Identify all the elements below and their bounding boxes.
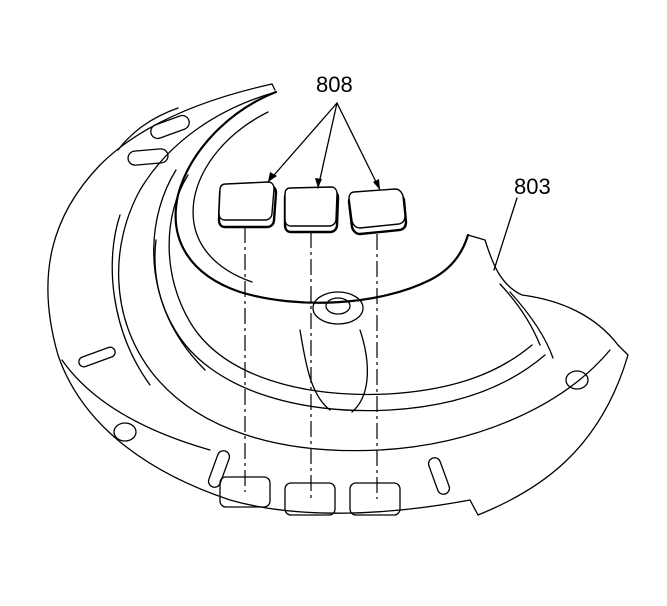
callout-803: 803 <box>514 174 551 199</box>
slot-top-1 <box>150 114 190 140</box>
installation-lines <box>244 227 378 499</box>
slot-top-2 <box>127 148 169 166</box>
pad-2 <box>283 186 340 234</box>
arrowhead-pad-2 <box>315 178 322 188</box>
callout-808: 808 <box>316 72 353 97</box>
mounting-holes <box>113 370 589 442</box>
arrowhead-pad-3 <box>373 179 380 190</box>
flange-slots <box>78 114 451 495</box>
recess-2 <box>284 482 336 516</box>
pads <box>217 181 408 236</box>
mounting-hole-left <box>113 422 137 442</box>
slot-bottom-left <box>207 450 231 488</box>
callout-803-leader <box>493 197 518 271</box>
shield-body <box>61 91 611 452</box>
mounting-hole-right <box>565 370 589 390</box>
shield-cutout <box>174 90 619 359</box>
center-hub <box>299 291 368 413</box>
pad-1 <box>217 181 278 229</box>
slot-left <box>78 346 116 368</box>
shield-outer-flange <box>47 83 629 516</box>
arrowhead-pad-1 <box>268 172 277 182</box>
slot-bottom-right <box>427 457 451 495</box>
shield-inner-ring <box>153 169 546 412</box>
pad-3 <box>347 188 408 236</box>
pad-recesses <box>219 476 401 516</box>
recess-3 <box>349 482 401 516</box>
callout-808-leaders <box>267 102 381 191</box>
